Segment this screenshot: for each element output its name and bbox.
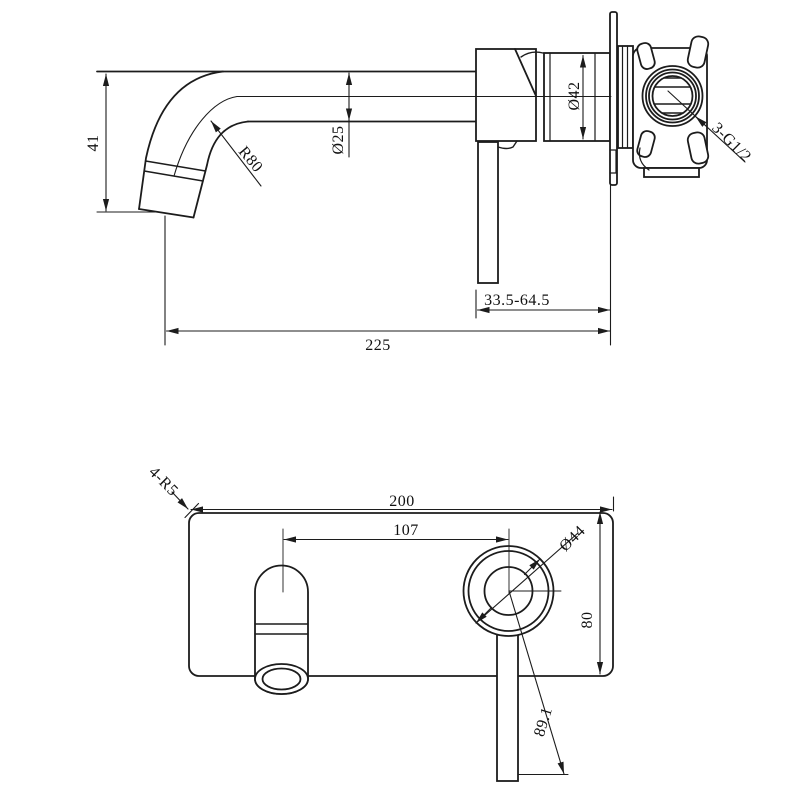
mixer-body — [475, 48, 611, 142]
dim-label-wall-adjust-range: 33.5-64.5 — [484, 292, 550, 309]
valve-lug-top-right — [686, 35, 710, 69]
front-view — [171, 491, 615, 782]
side-view — [96, 11, 746, 346]
valve-bottom-port — [643, 167, 700, 178]
front-view-dimension-lines — [171, 491, 615, 776]
wall-plate-side — [609, 11, 618, 186]
spout-front — [254, 564, 309, 695]
dim-label-spout-drop: 41 — [85, 134, 102, 152]
valve-lug-bottom-right — [686, 131, 710, 165]
leader-thread — [667, 90, 746, 163]
spout-centerline-arc — [173, 95, 238, 177]
inwall-valve — [617, 35, 710, 178]
valve-lug-top-left — [636, 42, 656, 70]
handle-lever-side — [477, 140, 518, 284]
dim-label-tube-diameter: Ø25 — [330, 125, 347, 155]
handle-lever-front — [496, 619, 519, 782]
side-view-dimension-lines — [96, 54, 746, 346]
dim-label-plate-width: 200 — [389, 493, 415, 510]
dim-label-sleeve-diameter: Ø42 — [566, 81, 583, 111]
valve-lug-bottom-left — [636, 130, 656, 158]
leader-d44 — [475, 532, 579, 624]
dim-label-plate-height: 80 — [579, 611, 596, 629]
leader-r80 — [210, 120, 262, 187]
spout-outline — [96, 70, 477, 219]
front-view-centerlines — [282, 528, 562, 595]
dim-line-891 — [508, 590, 565, 775]
dim-label-spout-to-handle: 107 — [393, 522, 419, 539]
dim-label-spout-reach: 225 — [365, 337, 391, 354]
trim-sleeve — [543, 52, 611, 142]
leader-4r5 — [171, 491, 189, 510]
